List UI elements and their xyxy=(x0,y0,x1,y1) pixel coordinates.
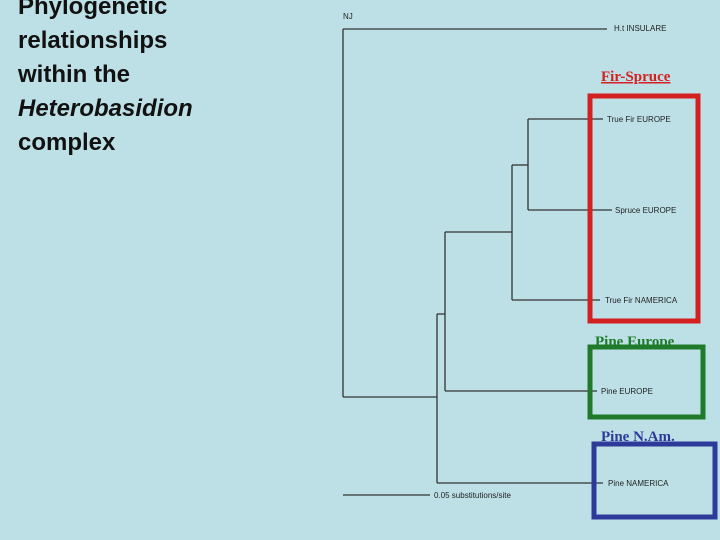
pine-namerica-box xyxy=(591,441,718,520)
tree-branches xyxy=(342,28,612,496)
title-genus: Heterobasidion xyxy=(18,95,193,122)
title-line-2: relationships xyxy=(18,27,168,54)
fir-spruce-label: Fir-Spruce xyxy=(601,69,671,85)
leaf-label: H.t INSULARE xyxy=(614,24,666,33)
pine-europe-label: Pine Europe xyxy=(595,334,675,350)
scale-bar-label: 0.05 substitutions/site xyxy=(434,491,511,500)
tree-method-label: NJ xyxy=(343,12,353,21)
fir-spruce-box xyxy=(587,93,701,324)
leaf-label: True Fir NAMERICA xyxy=(605,296,678,305)
title-line-1: Phylogenetic xyxy=(18,0,168,20)
title-line-3: within the xyxy=(18,61,130,88)
slide-title: Phylogenetic relationships within the He… xyxy=(18,0,278,160)
leaf-label: Spruce EUROPE xyxy=(615,206,676,215)
leaf-label: True Fir EUROPE xyxy=(607,115,671,124)
pine-europe-box xyxy=(587,344,706,420)
leaf-label: Pine EUROPE xyxy=(601,387,653,396)
title-line-5: complex xyxy=(18,129,116,156)
leaf-label: Pine NAMERICA xyxy=(608,479,669,488)
pine-namerica-label: Pine N.Am. xyxy=(601,429,675,445)
